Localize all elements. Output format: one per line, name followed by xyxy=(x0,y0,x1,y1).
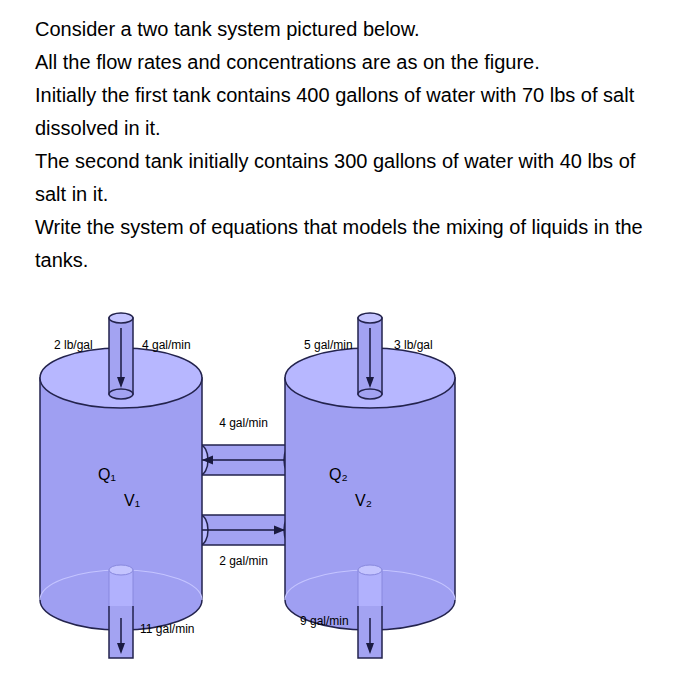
volume-label: V₁ xyxy=(124,492,140,510)
flow-label: 3 lb/gal xyxy=(394,338,433,352)
problem-sentence: All the flow rates and concentrations ar… xyxy=(35,46,649,79)
flow-label: 2 gal/min xyxy=(219,554,268,568)
tank-outline xyxy=(40,348,202,630)
flow-label: 5 gal/min xyxy=(304,338,353,352)
problem-sentence: Consider a two tank system pictured belo… xyxy=(35,13,649,46)
tank-outline xyxy=(285,348,455,630)
problem-sentence: Write the system of equations that model… xyxy=(35,211,649,277)
upper-pipe xyxy=(196,445,292,475)
tank: Q₂ V₂ xyxy=(285,348,455,630)
flow-label: 11 gal/min xyxy=(140,622,194,636)
quantity-label: Q₂ xyxy=(329,466,348,484)
problem-sentence: Initially the first tank contains 400 ga… xyxy=(35,79,649,145)
flow-label: 4 gal/min xyxy=(219,416,268,430)
tank: Q₁ V₁ xyxy=(40,348,202,630)
flow-label: 4 gal/min xyxy=(142,338,191,352)
problem-sentence: The second tank initially contains 300 g… xyxy=(35,145,649,211)
flow-arrow xyxy=(202,529,285,531)
problem-statement: Consider a two tank system pictured belo… xyxy=(35,13,649,277)
quantity-label: Q₁ xyxy=(98,466,116,484)
flow-arrow xyxy=(202,459,285,461)
flow-label: 9 gal/min xyxy=(300,614,349,628)
lower-pipe xyxy=(196,515,292,545)
flow-label: 2 lb/gal xyxy=(54,338,93,352)
volume-label: V₂ xyxy=(355,492,372,510)
